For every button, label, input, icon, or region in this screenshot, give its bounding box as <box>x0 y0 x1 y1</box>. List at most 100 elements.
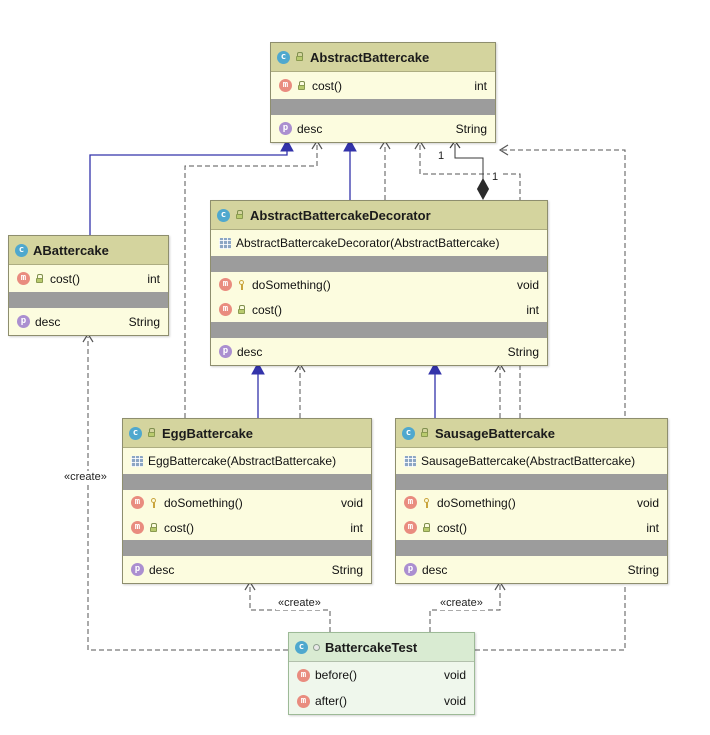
key-icon <box>422 497 432 508</box>
section-separator <box>396 474 667 490</box>
section-separator <box>9 292 168 308</box>
member-type: String <box>331 562 363 577</box>
member-name: desc <box>237 344 263 359</box>
property-row[interactable]: p desc String <box>211 338 547 365</box>
class-icon: c <box>217 208 230 222</box>
class-name: ABattercake <box>33 242 109 258</box>
edge-label-create: «create» <box>276 597 323 610</box>
edge-label-create: «create» <box>438 597 485 610</box>
method-row[interactable]: m doSomething() void <box>123 490 371 515</box>
method-row[interactable]: m before() void <box>289 662 474 688</box>
section-separator <box>396 540 667 556</box>
edge-sausagebattercake-dependency-decorator[interactable] <box>494 362 506 418</box>
lock-icon <box>149 522 159 533</box>
member-name: doSomething() <box>437 495 516 510</box>
class-name: EggBattercake <box>162 425 254 441</box>
class-header[interactable]: c ABattercake <box>9 236 168 265</box>
method-icon: m <box>279 79 292 92</box>
member-type: void <box>443 668 466 682</box>
property-icon: p <box>17 315 30 328</box>
inheritance-arrowhead <box>343 138 357 152</box>
method-row[interactable]: m cost() int <box>123 515 371 540</box>
dot-icon <box>313 643 320 651</box>
lock-icon <box>422 522 432 533</box>
inheritance-arrowhead <box>428 361 442 375</box>
class-header[interactable]: c BattercakeTest <box>289 633 474 662</box>
method-icon: m <box>17 272 30 285</box>
key-icon <box>237 279 247 290</box>
inheritance-arrowhead <box>280 138 294 152</box>
section-separator <box>211 256 547 272</box>
member-type: int <box>646 520 659 535</box>
class-header[interactable]: c AbstractBattercake <box>271 43 495 72</box>
method-icon: m <box>219 278 232 291</box>
method-icon: m <box>404 496 417 509</box>
method-icon: m <box>219 303 232 316</box>
class-node-battercaketest[interactable]: c BattercakeTest m before() void m after… <box>288 632 475 715</box>
method-icon: m <box>131 521 144 534</box>
section-separator <box>123 474 371 490</box>
key-icon <box>149 497 159 508</box>
class-node-eggbattercake[interactable]: c EggBattercake EggBattercake(AbstractBa… <box>122 418 372 584</box>
method-icon: m <box>404 521 417 534</box>
lock-icon <box>237 304 247 315</box>
class-node-decorator[interactable]: c AbstractBattercakeDecorator AbstractBa… <box>210 200 548 366</box>
property-row[interactable]: p desc String <box>396 556 667 583</box>
method-row[interactable]: m cost() int <box>9 265 168 292</box>
constructor-row[interactable]: EggBattercake(AbstractBattercake) <box>123 448 371 474</box>
constructor-signature: EggBattercake(AbstractBattercake) <box>148 454 337 468</box>
class-header[interactable]: c SausageBattercake <box>396 419 667 448</box>
property-row[interactable]: p desc String <box>9 308 168 335</box>
property-row[interactable]: p desc String <box>271 115 495 142</box>
lock-icon <box>35 273 45 284</box>
class-icon: c <box>129 426 142 440</box>
edge-decorator-composition-abstractbattercake[interactable] <box>449 139 490 201</box>
property-icon: p <box>219 345 232 358</box>
method-row[interactable]: m cost() int <box>396 515 667 540</box>
class-node-abstract-battercake[interactable]: c AbstractBattercake m cost() int p desc… <box>270 42 496 143</box>
edge-sausagebattercake-generalization[interactable] <box>428 361 442 418</box>
lock-icon <box>295 52 305 62</box>
edge-eggbattercake-generalization[interactable] <box>251 361 265 418</box>
method-icon: m <box>297 668 310 682</box>
method-row[interactable]: m cost() int <box>271 72 495 99</box>
method-row[interactable]: m after() void <box>289 688 474 714</box>
class-node-abattercake[interactable]: c ABattercake m cost() int p desc String <box>8 235 169 336</box>
edge-abattercake-generalization[interactable] <box>89 138 294 235</box>
edge-label-create: «create» <box>62 471 109 484</box>
lock-icon <box>147 428 157 438</box>
method-icon: m <box>131 496 144 509</box>
class-node-sausagebattercake[interactable]: c SausageBattercake SausageBattercake(Ab… <box>395 418 668 584</box>
class-header[interactable]: c AbstractBattercakeDecorator <box>211 201 547 230</box>
member-name: desc <box>297 121 323 136</box>
class-icon: c <box>402 426 415 440</box>
method-row[interactable]: m doSomething() void <box>396 490 667 515</box>
class-header[interactable]: c EggBattercake <box>123 419 371 448</box>
constructor-icon <box>404 455 416 467</box>
multiplicity-label: 1 <box>436 150 447 163</box>
edge-decorator-dependency-abstractbattercake[interactable] <box>379 139 391 200</box>
method-row[interactable]: m cost() int <box>211 297 547 322</box>
section-separator <box>123 540 371 556</box>
member-name: after() <box>315 694 348 708</box>
class-name: SausageBattercake <box>435 425 555 441</box>
member-type: void <box>443 694 466 708</box>
multiplicity-label: 1 <box>490 171 501 184</box>
member-name: desc <box>35 314 61 329</box>
method-row[interactable]: m doSomething() void <box>211 272 547 297</box>
edge-decorator-generalization[interactable] <box>343 138 357 200</box>
member-type: int <box>350 520 363 535</box>
property-icon: p <box>279 122 292 135</box>
edge-test-dependency-abstractbattercake[interactable] <box>475 144 626 651</box>
member-type: int <box>474 78 487 93</box>
section-separator <box>271 99 495 115</box>
member-type: String <box>627 562 659 577</box>
constructor-row[interactable]: SausageBattercake(AbstractBattercake) <box>396 448 667 474</box>
constructor-row[interactable]: AbstractBattercakeDecorator(AbstractBatt… <box>211 230 547 256</box>
section-separator <box>211 322 547 338</box>
edge-eggbattercake-dependency-decorator[interactable] <box>294 362 306 418</box>
property-row[interactable]: p desc String <box>123 556 371 583</box>
property-icon: p <box>404 563 417 576</box>
